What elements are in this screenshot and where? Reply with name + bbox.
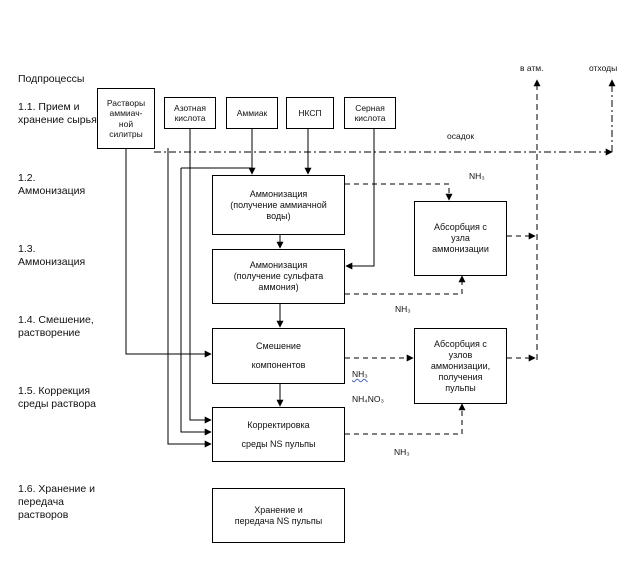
nitric-acid-flow: [189, 128, 212, 424]
nh3-label-a: NH₃: [469, 171, 485, 181]
subprocess-1-4: 1.4. Смешение,растворение: [18, 314, 94, 339]
nh3-box4-to-abs2: [345, 403, 466, 435]
output-waste-label: отходы: [589, 63, 618, 73]
nh3-label-c: NH₃: [352, 369, 368, 379]
feed-line-a: [180, 168, 212, 436]
nh3-label-b: NH₃: [395, 304, 411, 314]
raw-box-ammonia: Аммиак: [226, 97, 278, 129]
nh3-box2-to-abs1: [345, 275, 466, 295]
an-solution-flow: [125, 148, 212, 358]
nh3-label-d: NH₃: [394, 447, 410, 457]
sulfuric-acid-flow: [345, 128, 375, 270]
nh4no3-label: NH₄NO₃: [352, 394, 384, 404]
subprocess-1-3: 1.3.Аммонизация: [18, 243, 86, 268]
subprocess-1-2: 1.2.Аммонизация: [18, 172, 86, 197]
subprocess-header: Подпроцессы: [18, 73, 85, 85]
output-atm-label: в атм.: [520, 63, 544, 73]
feed-line-c: [167, 148, 212, 448]
nh3-box1-to-abs1: [345, 183, 453, 201]
raw-box-nksp: НКСП: [286, 97, 334, 129]
sediment-label: осадок: [447, 131, 475, 141]
